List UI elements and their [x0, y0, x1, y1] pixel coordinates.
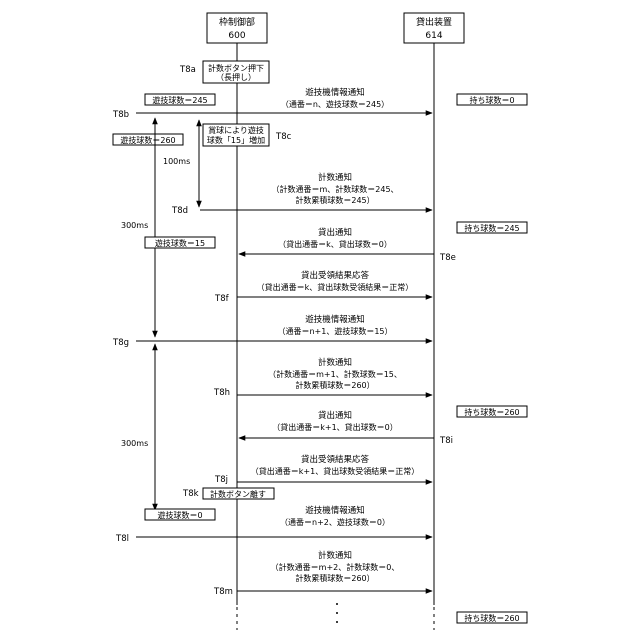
message-body: （貸出通番＝k+1、貸出球数受領結果＝正常）	[251, 466, 419, 476]
participant-name: 貸出装置	[416, 16, 452, 28]
box-play-count-245: 遊技球数＝245	[145, 94, 215, 105]
message-body: （計数通番＝m、計数球数＝245、	[271, 184, 398, 194]
timing-label-t8a: T8a	[179, 65, 196, 75]
box-held-count-0: 持ち球数＝0	[457, 94, 527, 105]
message-title: 計数通知	[318, 357, 352, 368]
message-title: 貸出受領結果応答	[301, 454, 370, 465]
box-held-count-260: 持ち球数＝260	[457, 406, 527, 417]
note-prize-ball-increase: 賞球により遊技 球数「15」増加	[203, 124, 269, 146]
message-body: （貸出通番＝k+1、貸出球数＝0）	[272, 422, 398, 432]
svg-text:持ち球数＝260: 持ち球数＝260	[464, 613, 519, 623]
timing-label-t8i: T8i	[439, 436, 453, 446]
message-title: 遊技機情報通知	[305, 87, 365, 98]
message-count-notification: 計数通知 （計数通番＝m+1、計数球数＝15、 計数累積球数＝260）	[237, 357, 432, 395]
timing-label-t8g: T8g	[112, 338, 129, 348]
interval-label-300ms: 300ms	[121, 439, 148, 448]
message-body: （貸出通番＝k、貸出球数受領結果＝正常）	[257, 282, 414, 292]
note-count-button-press: 計数ボタン押下 （長押し）	[203, 61, 269, 83]
note-line: 計数ボタン押下	[208, 63, 264, 73]
message-title: 貸出通知	[318, 227, 352, 238]
timing-label-t8h: T8h	[213, 388, 230, 398]
timing-label-t8k: T8k	[182, 489, 199, 499]
participant-lending-device: 貸出装置 614	[404, 13, 464, 43]
timing-label-t8m: T8m	[213, 587, 233, 597]
message-body: 計数累積球数＝260）	[295, 380, 374, 390]
timing-label-t8c: T8c	[275, 132, 292, 142]
timing-label-t8f: T8f	[214, 294, 230, 304]
interval-label-300ms: 300ms	[121, 221, 148, 230]
note-line: 球数「15」増加	[207, 135, 265, 145]
message-lending-receipt-response: 貸出受領結果応答 （貸出通番＝k+1、貸出球数受領結果＝正常）	[237, 454, 432, 482]
timing-label-t8b: T8b	[112, 110, 129, 120]
message-lending-receipt-response: 貸出受領結果応答 （貸出通番＝k、貸出球数受領結果＝正常）	[237, 270, 432, 297]
message-title: 遊技機情報通知	[305, 314, 365, 325]
message-body: 計数累積球数＝245）	[295, 195, 374, 205]
message-title: 計数通知	[318, 172, 352, 183]
timing-label-t8l: T8l	[115, 534, 129, 544]
message-body: （通番＝n+1、遊技球数＝15）	[277, 326, 392, 336]
message-count-notification: 計数通知 （計数通番＝m、計数球数＝245、 計数累積球数＝245）	[200, 172, 432, 210]
box-held-count-245: 持ち球数＝245	[457, 222, 527, 233]
svg-text:遊技球数＝260: 遊技球数＝260	[120, 135, 175, 145]
message-lending-notification: 貸出通知 （貸出通番＝k+1、貸出球数＝0）	[239, 410, 434, 438]
message-body: （貸出通番＝k、貸出球数＝0）	[278, 239, 392, 249]
timing-label-t8d: T8d	[171, 206, 188, 216]
participant-name: 枠制御部	[219, 16, 255, 28]
message-lending-notification: 貸出通知 （貸出通番＝k、貸出球数＝0）	[239, 227, 434, 254]
message-title: 貸出受領結果応答	[301, 270, 370, 281]
svg-text:遊技球数＝245: 遊技球数＝245	[152, 95, 207, 105]
note-line: （長押し）	[216, 72, 256, 82]
timing-label-t8e: T8e	[439, 253, 456, 263]
message-body: （計数通番＝m+1、計数球数＝15、	[268, 369, 402, 379]
message-title: 計数通知	[318, 550, 352, 561]
interval-label-100ms: 100ms	[163, 157, 190, 166]
svg-text:遊技球数＝0: 遊技球数＝0	[157, 510, 202, 520]
box-play-count-0: 遊技球数＝0	[145, 509, 215, 520]
note-count-button-release: 計数ボタン離す	[203, 488, 274, 499]
timing-label-t8j: T8j	[214, 475, 228, 485]
message-body: （計数通番＝m+2、計数球数＝0、	[271, 562, 400, 572]
box-play-count-15: 遊技球数＝15	[145, 237, 215, 248]
message-body: （通番＝n+2、遊技球数＝0）	[280, 517, 390, 527]
participant-code: 614	[425, 31, 442, 41]
message-title: 遊技機情報通知	[305, 505, 365, 516]
message-count-notification: 計数通知 （計数通番＝m+2、計数球数＝0、 計数累積球数＝260）	[237, 550, 432, 591]
svg-text:計数ボタン離す: 計数ボタン離す	[210, 489, 266, 499]
svg-text:持ち球数＝245: 持ち球数＝245	[464, 223, 519, 233]
box-held-count-260-final: 持ち球数＝260	[457, 612, 527, 623]
participant-code: 600	[228, 31, 245, 41]
svg-text:持ち球数＝260: 持ち球数＝260	[464, 407, 519, 417]
participant-frame-controller: 枠制御部 600	[207, 13, 267, 43]
note-line: 賞球により遊技	[208, 125, 264, 135]
svg-text:遊技球数＝15: 遊技球数＝15	[155, 238, 205, 248]
continuation-ellipsis	[336, 603, 338, 623]
svg-text:持ち球数＝0: 持ち球数＝0	[469, 95, 514, 105]
message-gaming-machine-info: 遊技機情報通知 （通番＝n+1、遊技球数＝15）	[136, 314, 432, 341]
message-body: （通番＝n、遊技球数＝245）	[281, 99, 389, 109]
message-title: 貸出通知	[318, 410, 352, 421]
box-play-count-260: 遊技球数＝260	[113, 134, 183, 145]
message-body: 計数累積球数＝260）	[295, 573, 374, 583]
